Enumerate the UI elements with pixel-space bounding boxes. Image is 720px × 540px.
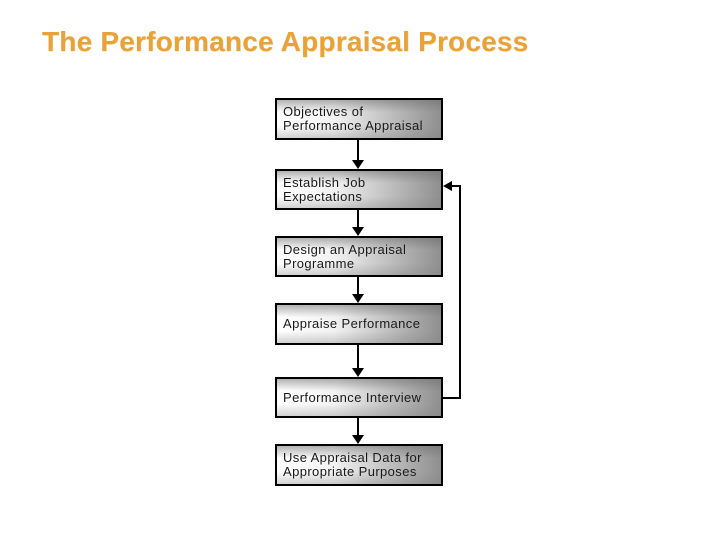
down-arrow-icon <box>352 160 364 169</box>
flow-box-label: Performance Interview <box>283 389 422 405</box>
feedback-arrow-left-icon <box>443 181 452 191</box>
down-arrow-icon <box>352 294 364 303</box>
down-arrow-icon <box>352 435 364 444</box>
flow-box-label: Design an Appraisal <box>283 241 407 257</box>
down-arrow-icon <box>352 368 364 377</box>
flow-box-use-appraisal-data: Use Appraisal Data for Appropriate Purpo… <box>275 444 443 486</box>
flow-box-establish-expectations: Establish Job Expectations <box>275 169 443 210</box>
flow-box-design-programme: Design an Appraisal Programme <box>275 236 443 277</box>
flow-box-label: Performance Appraisal <box>283 118 423 133</box>
flow-box-performance-interview: Performance Interview <box>275 377 443 418</box>
down-arrow-shaft <box>357 140 359 160</box>
flow-box-label: Establish Job <box>283 174 366 190</box>
feedback-connector-top-segment <box>450 185 461 187</box>
slide-title: The Performance Appraisal Process <box>42 26 529 57</box>
down-arrow-shaft <box>357 345 359 368</box>
feedback-connector-bottom-segment <box>443 397 461 399</box>
flow-box-label: Appropriate Purposes <box>283 464 417 479</box>
feedback-connector-vertical-segment <box>459 185 461 399</box>
down-arrow-shaft <box>357 418 359 435</box>
down-arrow-shaft <box>357 210 359 227</box>
flow-box-label: Expectations <box>283 188 363 204</box>
down-arrow-icon <box>352 227 364 236</box>
flow-box-label: Programme <box>283 255 355 271</box>
flow-box-label: Objectives of <box>283 104 364 119</box>
flow-box-label: Appraise Performance <box>283 316 421 331</box>
down-arrow-shaft <box>357 277 359 294</box>
flow-box-label: Use Appraisal Data for <box>283 450 422 465</box>
flow-box-objectives: Objectives of Performance Appraisal <box>275 98 443 140</box>
flow-box-appraise-performance: Appraise Performance <box>275 303 443 345</box>
